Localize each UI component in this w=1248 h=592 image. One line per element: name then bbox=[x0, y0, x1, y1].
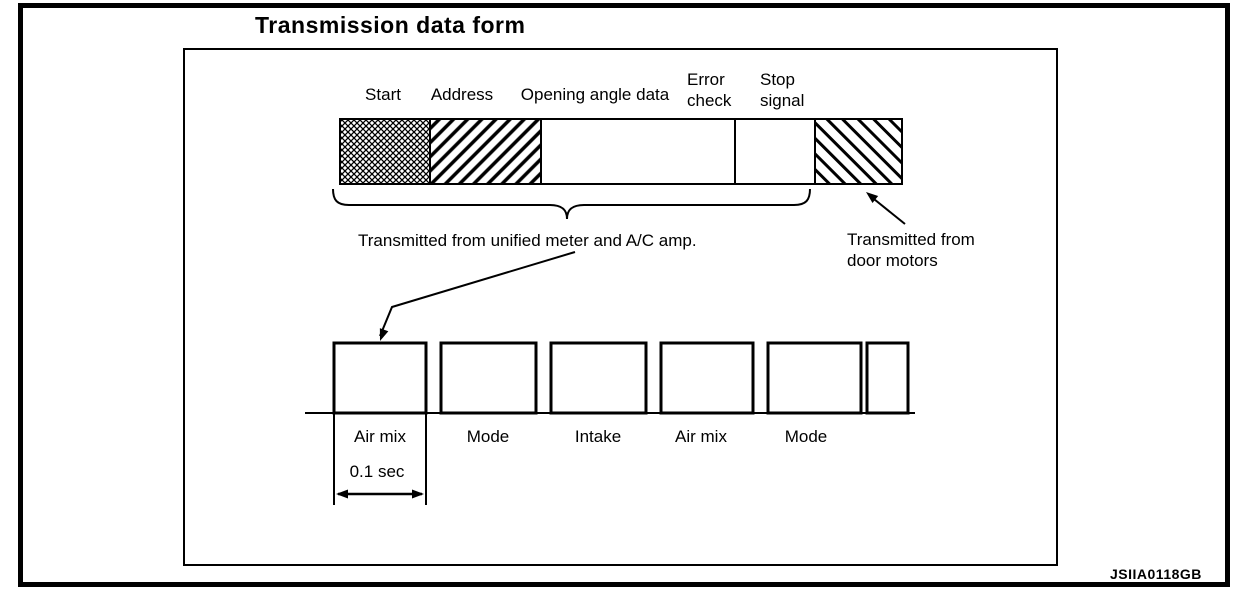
segment-label-address: Address bbox=[430, 85, 494, 104]
dimension-arrow bbox=[336, 489, 424, 499]
address-segment bbox=[429, 118, 542, 185]
pulse-box-4 bbox=[659, 341, 755, 415]
pulse-label-mode-1: Mode bbox=[466, 427, 510, 446]
pulse-label-air-mix-2: Air mix bbox=[675, 427, 727, 446]
segment-label-opening-angle-data: Opening angle data bbox=[520, 85, 670, 104]
figure-id: JSIIA0118GB bbox=[1110, 566, 1202, 582]
frame-brace bbox=[332, 188, 811, 220]
outer-border bbox=[18, 3, 1230, 587]
segment-label-stop-signal: Stop signal bbox=[760, 70, 805, 110]
pulse-box-3 bbox=[549, 341, 648, 415]
segment-label-error-check: Error check bbox=[687, 70, 732, 110]
segment-label-start: Start bbox=[365, 85, 401, 104]
start-segment bbox=[339, 118, 431, 185]
pulse-box-1 bbox=[332, 341, 428, 415]
pulse-label-mode-2: Mode bbox=[784, 427, 828, 446]
meter-caption: Transmitted from unified meter and A/C a… bbox=[358, 231, 697, 250]
pulse-label-intake: Intake bbox=[574, 427, 622, 446]
stop-signal-segment bbox=[814, 118, 903, 185]
caption-arrow bbox=[379, 251, 576, 341]
pulse-box-5 bbox=[766, 341, 863, 415]
pulse-label-air-mix-1: Air mix bbox=[354, 427, 406, 446]
figure-title: Transmission data form bbox=[255, 12, 526, 38]
opening-angle-data-segment bbox=[540, 118, 736, 185]
error-check-segment bbox=[734, 118, 816, 185]
door-motors-caption: Transmitted from door motors bbox=[847, 230, 975, 270]
pulse-box-6 bbox=[865, 341, 910, 415]
door-motors-arrow bbox=[866, 192, 906, 225]
pulse-box-2 bbox=[439, 341, 538, 415]
interval-label: 0.1 sec bbox=[349, 462, 405, 481]
